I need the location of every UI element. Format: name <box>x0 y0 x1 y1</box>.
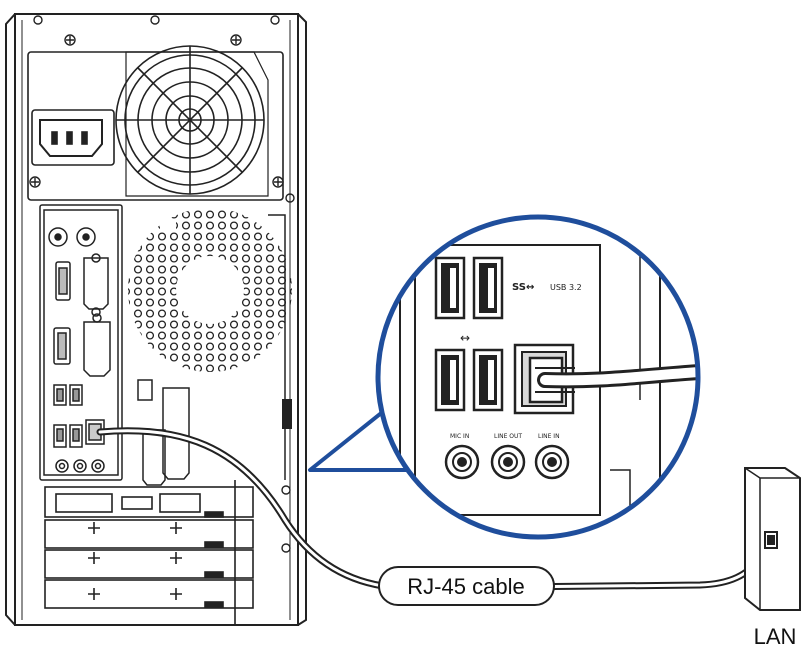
zoom-usb2-port-1 <box>434 348 466 412</box>
power-socket <box>39 119 103 157</box>
legacy-ports <box>137 379 190 486</box>
zoom-usb3-text: USB 3.2 <box>550 283 582 292</box>
zoom-callout: SS↔ USB 3.2 ↔ MIC IN LINE OUT LINE IN <box>308 214 701 540</box>
audio-jack-3 <box>91 459 105 473</box>
hdmi-port <box>55 261 71 301</box>
zoom-audio-mic-label: MIC IN <box>450 433 469 440</box>
power-supply <box>27 45 284 201</box>
case-latch <box>282 399 292 429</box>
cable-label: RJ-45 cable <box>378 566 555 606</box>
vga-port <box>83 257 109 310</box>
audio-jack-2 <box>73 459 87 473</box>
usb-port-3 <box>53 424 67 448</box>
zoom-audio-mic <box>444 444 480 480</box>
lan-label: LAN <box>754 624 797 649</box>
cable-label-text: RJ-45 cable <box>407 574 524 599</box>
zoom-audio-line-in-label: LINE IN <box>538 433 560 440</box>
pc-tower <box>5 13 307 626</box>
zoom-usb2-port-2 <box>472 348 504 412</box>
case-vents <box>128 208 292 372</box>
zoom-audio-line-out <box>490 444 526 480</box>
fan-grille <box>115 45 269 197</box>
ps2-port-right <box>76 227 96 247</box>
dvi-port <box>83 321 111 377</box>
rj45-cable <box>96 427 769 592</box>
zoom-usb3-port-2 <box>472 256 504 320</box>
expansion-slots <box>44 480 254 625</box>
displayport-port <box>53 327 71 365</box>
zoom-usb2-logo: ↔ <box>460 331 470 345</box>
rear-io-panel <box>39 204 123 481</box>
zoom-usb3-port-1 <box>434 256 466 320</box>
usb-port-1 <box>53 384 67 406</box>
zoom-audio-line-out-label: LINE OUT <box>494 433 522 440</box>
zoom-audio-line-in <box>534 444 570 480</box>
usb-port-2 <box>69 384 83 406</box>
usb-port-4 <box>69 424 83 448</box>
audio-jack-1 <box>55 459 69 473</box>
zoom-usb3-logo: SS↔ <box>512 282 534 293</box>
zoom-ring <box>375 214 701 540</box>
wall-lan-socket <box>744 467 801 611</box>
top-screws <box>29 15 295 203</box>
ps2-port-left <box>48 227 68 247</box>
